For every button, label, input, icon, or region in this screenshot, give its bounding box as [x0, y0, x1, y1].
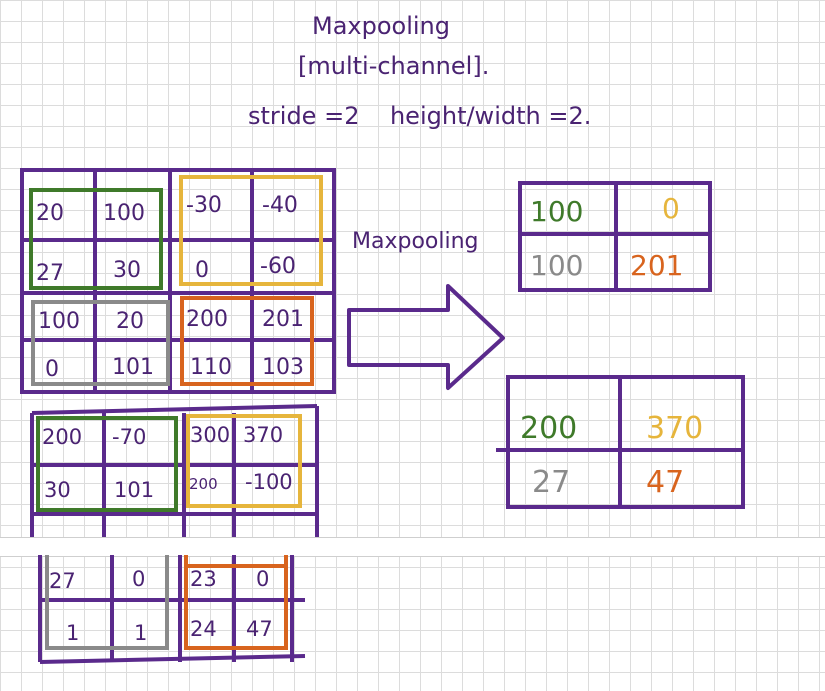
pool-window-green [29, 188, 163, 290]
output-cell: 100 [530, 249, 583, 282]
title-line-1: Maxpooling [312, 12, 450, 40]
cell-value: 20 [36, 201, 64, 226]
output-cell: 100 [530, 195, 583, 228]
output-cell: 47 [646, 465, 684, 500]
pool-window-gray [45, 555, 169, 650]
cell-value: 24 [190, 617, 217, 641]
cell-value: 370 [243, 423, 283, 447]
output-cell: 0 [662, 192, 680, 225]
cell-value: 30 [44, 478, 71, 502]
cell-value: 0 [195, 258, 209, 283]
output-cell: 200 [520, 411, 577, 446]
cell-value: 0 [45, 357, 59, 382]
cell-value: 1 [134, 621, 147, 645]
input-channel-2 [30, 404, 319, 664]
cell-value: 30 [113, 258, 141, 283]
channel-2-hline [39, 654, 306, 664]
cell-value: 100 [103, 201, 145, 226]
output-cell: 370 [646, 411, 703, 446]
channel-2-hline [31, 404, 318, 415]
pool-window-yellow [179, 175, 323, 286]
cell-value: -40 [262, 193, 298, 218]
cell-value: 200 [189, 475, 218, 493]
output-1-grid [518, 181, 712, 292]
arrow-label: Maxpooling [352, 229, 479, 254]
cell-value: 101 [114, 478, 154, 502]
arrow-shape [347, 284, 505, 390]
cell-value: 200 [186, 307, 228, 332]
channel-2-values: 200 -70 300 370 30 101 200 -100 27 0 23 … [42, 423, 293, 645]
cell-value: -70 [112, 425, 146, 449]
title-line-2: [multi-channel]. [298, 52, 489, 80]
pool-window-yellow [186, 414, 302, 508]
pool-window-orange [184, 555, 288, 650]
cell-value: 0 [256, 567, 269, 591]
channel-1-values: 20 100 -30 -40 27 30 0 -60 100 20 200 20… [36, 193, 304, 382]
cell-value: 23 [190, 567, 217, 591]
cell-value: 27 [36, 261, 64, 286]
cell-value: 47 [246, 617, 273, 641]
cell-value: 110 [190, 355, 232, 380]
pool-window-green [36, 416, 178, 512]
cell-value: 101 [112, 355, 154, 380]
pool-window-orange [180, 296, 314, 386]
title-line-3: stride =2 height/width =2. [248, 102, 591, 130]
output-1-values: 100 0 100 201 [530, 192, 683, 282]
output-cell: 27 [532, 465, 570, 500]
cell-value: -30 [186, 193, 222, 218]
pool-window-gray [31, 300, 170, 386]
channel-1-frame [20, 168, 336, 394]
output-2-grid [496, 375, 745, 509]
cell-value: 103 [262, 355, 304, 380]
output-2-frame [506, 375, 745, 509]
cell-value: 20 [116, 309, 144, 334]
cell-value: 300 [190, 423, 230, 447]
cell-value: 200 [42, 425, 82, 449]
output-2-values: 200 370 27 47 [520, 411, 703, 500]
cell-value: 0 [132, 567, 145, 591]
page-divider-band [0, 537, 825, 557]
cell-value: -60 [260, 254, 296, 279]
cell-value: 27 [49, 569, 76, 593]
output-cell: 201 [630, 249, 683, 282]
cell-value: 1 [66, 621, 79, 645]
cell-value: 201 [262, 307, 304, 332]
cell-value: 100 [38, 309, 80, 334]
cell-value: -100 [245, 470, 293, 494]
